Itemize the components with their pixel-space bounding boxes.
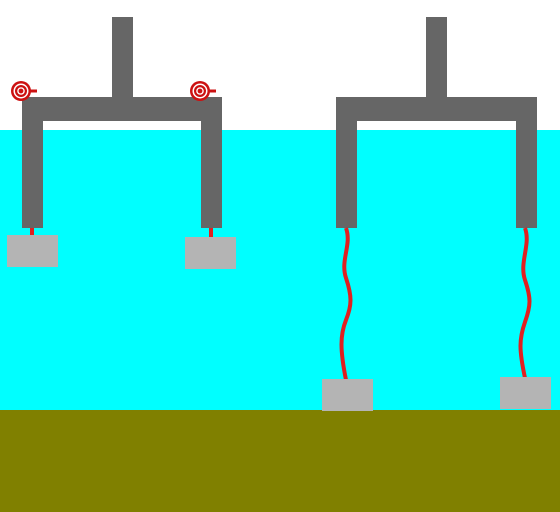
right-rig-crossbeam: [336, 97, 537, 121]
left-rig-weight-right: [185, 237, 236, 269]
left-rig-line-left: [30, 228, 34, 236]
water: [0, 130, 560, 412]
left-rig-line-right: [209, 228, 213, 237]
left-rig-leg-left: [22, 97, 43, 228]
left-rig-mast: [112, 17, 133, 102]
left-rig: [7, 17, 236, 269]
spiral-reel-icon: [11, 81, 37, 101]
left-rig-crossbeam: [22, 97, 222, 121]
right-rig-line-right: [518, 227, 532, 379]
spiral-reel-icon: [190, 81, 216, 101]
right-rig-weight-left: [322, 379, 373, 411]
right-rig-leg-right: [516, 97, 537, 228]
right-rig-leg-left: [336, 97, 357, 228]
right-rig: [322, 17, 551, 411]
right-rig-line-left: [339, 227, 353, 381]
left-rig-weight-left: [7, 235, 58, 267]
seabed: [0, 410, 560, 512]
left-rig-leg-right: [201, 97, 222, 228]
right-rig-mast: [426, 17, 447, 102]
right-rig-weight-right: [500, 377, 551, 409]
